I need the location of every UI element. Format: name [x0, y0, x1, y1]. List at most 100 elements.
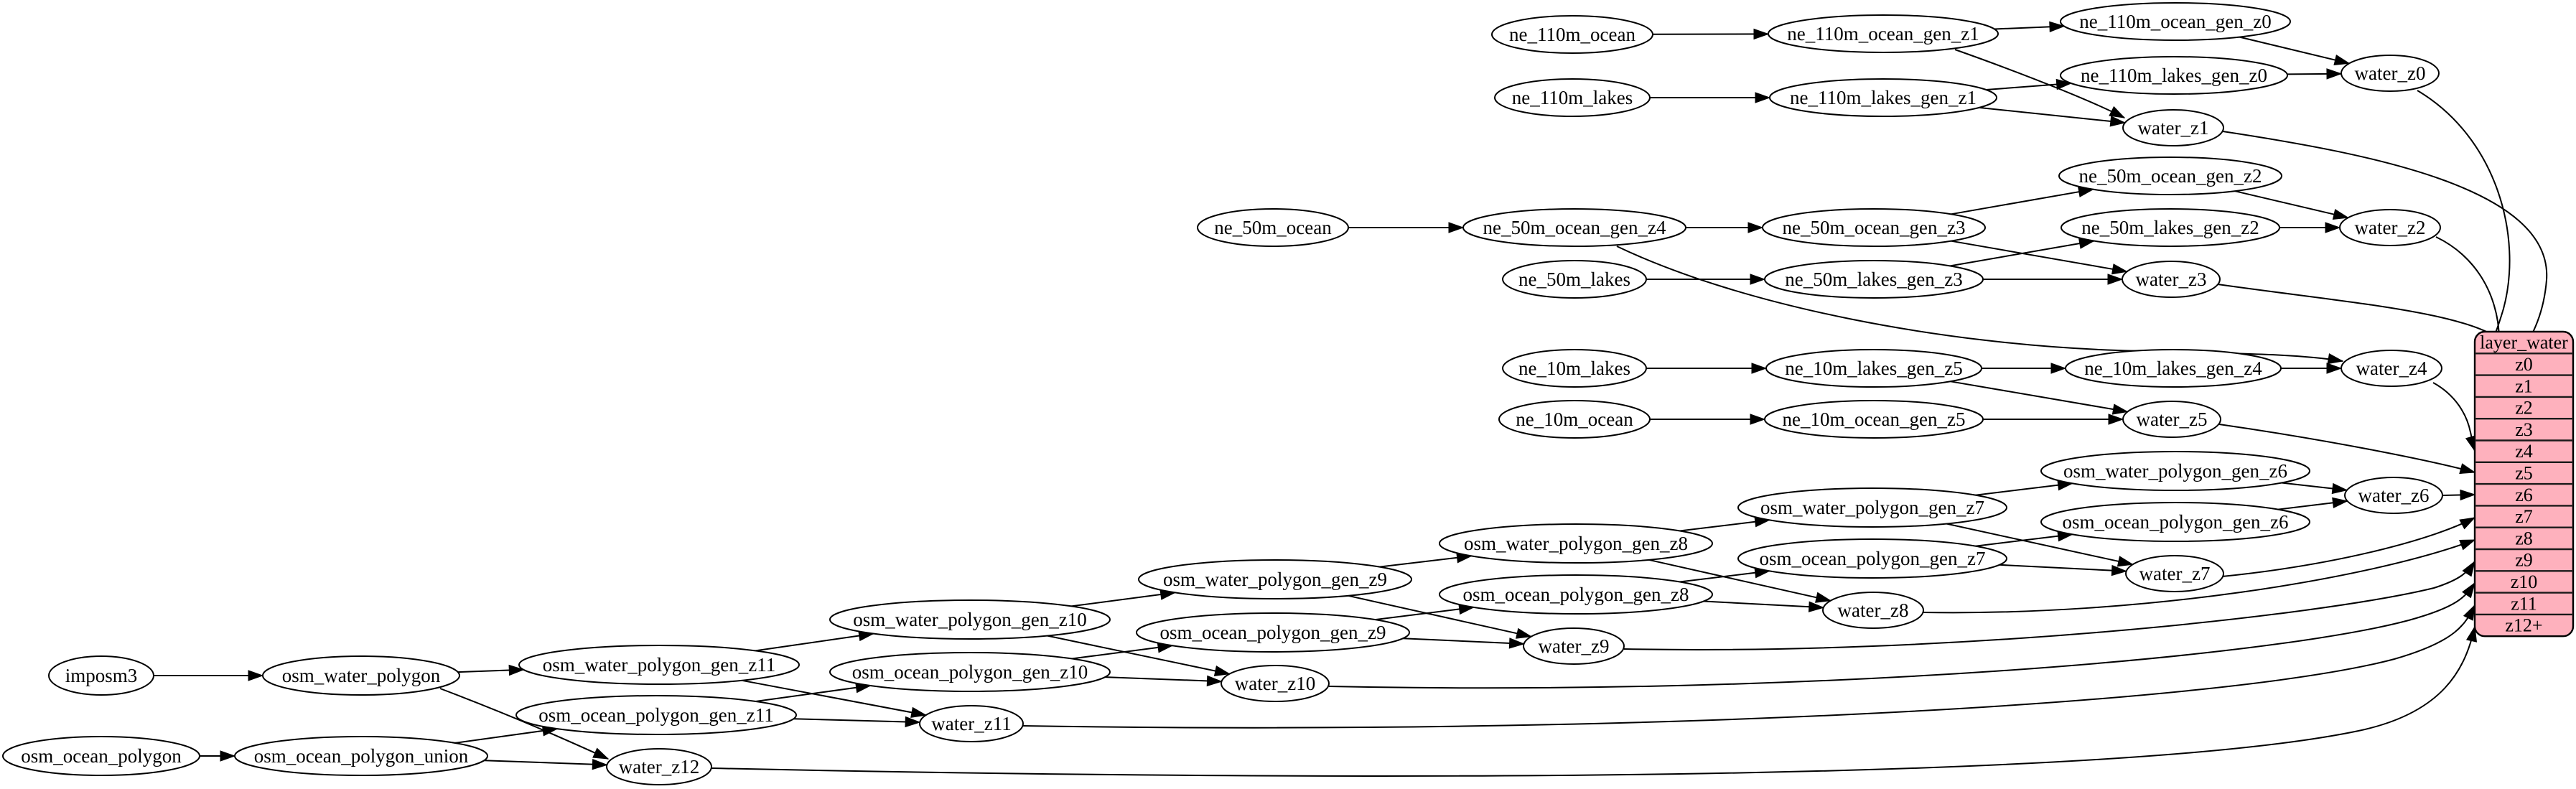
node-label: ne_110m_lakes: [1512, 87, 1633, 108]
node-label: ne_10m_lakes_gen_z4: [2084, 358, 2262, 379]
node-label: imposm3: [65, 665, 138, 686]
node-shape: [2122, 401, 2221, 438]
node-label: osm_water_polygon_gen_z7: [1760, 497, 1984, 518]
edge-osm_water_polygon_gen_z8-to-water_z8: [1648, 559, 1831, 601]
node-label: water_z10: [1235, 673, 1315, 694]
node-osm-ocean-polygon-union: osm_ocean_polygon_union: [234, 736, 488, 776]
node-label: ne_110m_ocean_gen_z0: [2079, 11, 2271, 32]
node-label: ne_50m_ocean_gen_z3: [1783, 217, 1966, 238]
node-label: ne_50m_lakes: [1518, 269, 1630, 290]
node-shape: [2040, 502, 2310, 542]
edge-osm_water_polygon_gen_z7-to-osm_water_polygon_gen_z6: [1975, 483, 2072, 496]
node-label: osm_ocean_polygon_gen_z7: [1760, 548, 1986, 569]
node-shape: [2341, 55, 2440, 92]
edge-water_z4-to-layer-water-z4: [2432, 382, 2475, 451]
edge-osm_water_polygon_gen_z11-to-osm_water_polygon_gen_z10: [755, 634, 873, 652]
node-label: ne_50m_ocean_gen_z4: [1483, 217, 1666, 238]
node-shape: [1462, 208, 1686, 247]
node-label: ne_110m_lakes_gen_z0: [2081, 65, 2267, 86]
table-row-label: z2: [2515, 398, 2533, 419]
node-water-z8: water_z8: [1822, 592, 1924, 629]
node-label: water_z2: [2355, 217, 2426, 238]
node-shape: [1765, 349, 1982, 388]
node-label: ne_50m_lakes_gen_z2: [2081, 217, 2259, 238]
edge-ne_50m_ocean_gen_z3-to-ne_50m_ocean_gen_z2: [1951, 190, 2094, 215]
edge-water_z11-to-layer-water-z11: [1022, 605, 2475, 729]
node-ne-110m-ocean: ne_110m_ocean: [1491, 15, 1653, 54]
node-osm-ocean-polygon-gen-z6: osm_ocean_polygon_gen_z6: [2040, 502, 2310, 542]
node-label: osm_water_polygon_gen_z6: [2063, 460, 2287, 482]
edge-water_z5-to-layer-water-z5: [2218, 424, 2475, 472]
edge-ne_110m_lakes_gen_z0-to-water_z0: [2287, 74, 2341, 75]
node-shape: [262, 655, 460, 696]
node-label: ne_10m_ocean: [1516, 408, 1633, 430]
table-row-label: z8: [2515, 528, 2533, 548]
node-osm-ocean-polygon-gen-z10: osm_ocean_polygon_gen_z10: [829, 652, 1111, 692]
edge-osm_water_polygon-to-water_z12: [439, 688, 608, 760]
node-ne-50m-ocean-gen-z2: ne_50m_ocean_gen_z2: [2058, 157, 2282, 195]
edge-water_z7-to-layer-water-z7: [2221, 517, 2475, 577]
node-shape: [518, 645, 800, 685]
node-shape: [2344, 477, 2443, 514]
node-shape: [2058, 157, 2282, 195]
table-row-label: z9: [2515, 550, 2533, 571]
node-label: ne_110m_lakes_gen_z1: [1790, 87, 1977, 108]
node-water-z10: water_z10: [1221, 665, 1330, 702]
node-shape: [2122, 261, 2221, 298]
node-label: ne_110m_ocean: [1509, 24, 1635, 45]
node-label: ne_50m_ocean: [1214, 217, 1332, 238]
node-shape: [1491, 15, 1653, 54]
node-label: water_z0: [2355, 62, 2426, 84]
node-shape: [2061, 208, 2280, 247]
node-osm-ocean-polygon-gen-z8: osm_ocean_polygon_gen_z8: [1439, 574, 1713, 615]
edges-layer: [154, 27, 2548, 777]
node-label: osm_ocean_polygon_gen_z8: [1463, 584, 1689, 605]
node-osm-water-polygon-gen-z6: osm_water_polygon_gen_z6: [2040, 451, 2310, 491]
node-shape: [1737, 538, 2007, 579]
node-label: water_z1: [2138, 117, 2209, 139]
edge-ne_110m_ocean_gen_z0-to-water_z0: [2239, 36, 2350, 64]
node-label: water_z8: [1838, 599, 1909, 621]
node-shape: [829, 652, 1111, 692]
node-ne-10m-lakes: ne_10m_lakes: [1502, 349, 1647, 388]
node-shape: [2065, 349, 2282, 388]
node-label: ne_10m_ocean_gen_z5: [1783, 408, 1966, 430]
table-header: layer_water: [2480, 332, 2568, 353]
node-shape: [1502, 260, 1647, 299]
node-ne-10m-lakes-gen-z5: ne_10m_lakes_gen_z5: [1765, 349, 1982, 388]
edge-osm_water_polygon_gen_z11-to-water_z11: [742, 679, 925, 715]
edge-osm_ocean_polygon_gen_z8-to-water_z8: [1703, 600, 1824, 608]
node-label: ne_50m_lakes_gen_z3: [1785, 269, 1962, 290]
node-osm-ocean-polygon: osm_ocean_polygon: [2, 736, 200, 776]
node-shape: [1136, 612, 1410, 653]
node-shape: [1502, 349, 1647, 388]
node-ne-110m-lakes: ne_110m_lakes: [1494, 78, 1651, 117]
edge-ne_110m_lakes_gen_z1-to-ne_110m_lakes_gen_z0: [1986, 83, 2071, 90]
table-row-label: z10: [2511, 571, 2538, 592]
node-shape: [515, 695, 797, 735]
edge-osm_water_polygon-to-osm_water_polygon_gen_z11: [457, 670, 524, 672]
node-shape: [1523, 627, 1625, 665]
edge-water_z10-to-layer-water-z10: [1328, 583, 2475, 689]
node-osm-water-polygon: osm_water_polygon: [262, 655, 460, 696]
edge-osm_ocean_polygon_union-to-osm_ocean_polygon_gen_z11: [454, 729, 558, 744]
node-water-z4: water_z4: [2341, 350, 2442, 387]
node-ne-50m-ocean-gen-z3: ne_50m_ocean_gen_z3: [1762, 208, 1986, 247]
node-shape: [1822, 592, 1924, 629]
edge-osm_ocean_polygon_gen_z11-to-osm_ocean_polygon_gen_z10: [755, 686, 871, 702]
edge-osm_ocean_polygon_gen_z7-to-osm_ocean_polygon_gen_z6: [1975, 534, 2072, 547]
node-water-z12: water_z12: [606, 748, 712, 785]
node-label: water_z7: [2139, 563, 2211, 584]
node-osm-ocean-polygon-gen-z7: osm_ocean_polygon_gen_z7: [1737, 538, 2007, 579]
edge-osm_water_polygon_gen_z6-to-water_z6: [2281, 482, 2347, 490]
node-ne-10m-ocean: ne_10m_ocean: [1498, 400, 1651, 439]
edge-water_z12-to-layer-water-z12+: [711, 627, 2475, 777]
node-shape: [1138, 559, 1412, 599]
node-water-z6: water_z6: [2344, 477, 2443, 514]
node-imposm3: imposm3: [48, 655, 154, 696]
node-ne-50m-lakes-gen-z2: ne_50m_lakes_gen_z2: [2061, 208, 2280, 247]
node-shape: [1439, 523, 1713, 564]
node-label: water_z6: [2358, 485, 2430, 506]
edge-osm_ocean_polygon_gen_z9-to-osm_ocean_polygon_gen_z8: [1375, 607, 1473, 621]
node-water-z0: water_z0: [2341, 55, 2440, 92]
